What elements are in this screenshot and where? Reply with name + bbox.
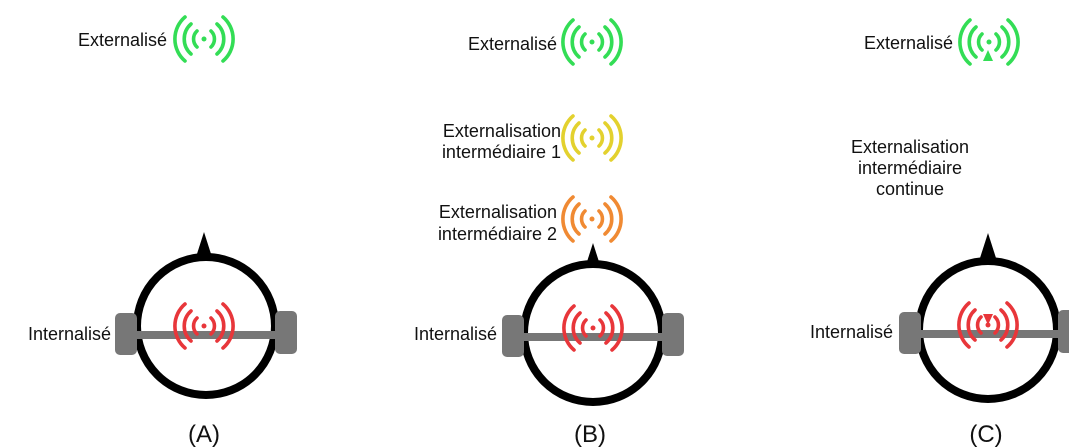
intermediate-1-sound-icon xyxy=(561,114,623,162)
internalized-sound-icon xyxy=(957,301,1019,349)
intermediate-2-sound-icon xyxy=(561,195,623,243)
continuous-label-line1: Externalisation xyxy=(851,137,969,157)
externalized-sound-icon xyxy=(958,18,1020,66)
arrow-head-up xyxy=(983,50,993,61)
panel-a: Externalisé Internalisé (A) xyxy=(28,15,297,447)
panel-caption: (B) xyxy=(574,421,606,447)
panel-b: Externalisé Externalisation intermédiair… xyxy=(414,18,684,447)
intermediate-1-label-line2: intermédiaire 1 xyxy=(442,142,561,162)
internalized-label: Internalisé xyxy=(810,322,893,342)
headphones-icon xyxy=(115,311,297,355)
externalized-label: Externalisé xyxy=(864,33,953,53)
continuous-label-line2: intermédiaire xyxy=(858,158,962,178)
externalized-sound-icon xyxy=(561,18,623,66)
intermediate-2-label-line2: intermédiaire 2 xyxy=(438,224,557,244)
externalized-label: Externalisé xyxy=(468,34,557,54)
panel-c: Externalisé Externalisation intermédiair… xyxy=(810,18,1069,447)
internalized-label: Internalisé xyxy=(28,324,111,344)
panel-caption: (A) xyxy=(188,421,220,447)
internalized-sound-icon xyxy=(173,302,235,350)
continuous-arrow xyxy=(983,50,993,325)
externalized-sound-icon xyxy=(173,15,235,63)
internalized-sound-icon xyxy=(562,304,624,352)
arrow-head-down xyxy=(983,314,993,325)
headphones-icon xyxy=(502,313,684,357)
intermediate-2-label-line1: Externalisation xyxy=(439,202,557,222)
internalized-label: Internalisé xyxy=(414,324,497,344)
head-outline xyxy=(133,232,279,399)
intermediate-1-label-line1: Externalisation xyxy=(443,121,561,141)
panel-caption: (C) xyxy=(969,421,1002,447)
externalized-label: Externalisé xyxy=(78,30,167,50)
continuous-label-line3: continue xyxy=(876,179,944,199)
head-outline xyxy=(520,243,666,406)
headphones-icon xyxy=(899,310,1069,354)
